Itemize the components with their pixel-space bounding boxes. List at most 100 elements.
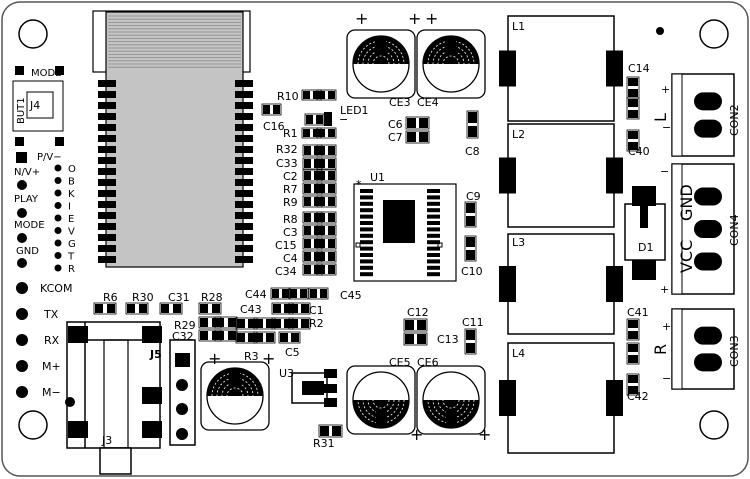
c40-label: C40 xyxy=(628,145,650,158)
fiducial-dot xyxy=(656,27,664,35)
con3-plus: + xyxy=(662,320,671,333)
header-pin-label: I xyxy=(68,202,71,213)
polarity-mark: + xyxy=(208,349,221,368)
c3-label: C3 xyxy=(283,226,298,239)
audio-jack-j3: J3 J5 xyxy=(65,321,162,475)
c11-label: C11 xyxy=(462,316,484,329)
mode-label: MODE xyxy=(14,220,45,231)
polarity-mark: + xyxy=(425,9,438,28)
con4-label: CON4 xyxy=(728,214,741,246)
c16-label: C16 xyxy=(263,120,285,133)
u3-label: U3 xyxy=(279,367,294,380)
con2-label: CON2 xyxy=(728,104,741,136)
kcom-label: KCOM xyxy=(40,282,72,295)
c43-label: C43 xyxy=(240,303,262,316)
regulator-u3: U3 xyxy=(279,367,337,407)
rx-label: RX xyxy=(44,334,60,347)
r30-label: R30 xyxy=(132,291,154,304)
c33-label: C33 xyxy=(276,157,298,170)
but1-label: BUT1 xyxy=(16,97,27,124)
c12-label: C12 xyxy=(407,306,429,319)
header-pin-label: B xyxy=(68,177,75,188)
inductors xyxy=(499,15,623,454)
con4-minus: − xyxy=(660,165,669,178)
ce6-label: CE6 xyxy=(417,356,439,369)
c5-label: C5 xyxy=(285,346,300,359)
con3-minus: − xyxy=(662,372,671,385)
mounting-hole-br xyxy=(699,410,729,440)
diode-d1: D1 xyxy=(624,186,666,280)
svg-text:*: * xyxy=(356,178,362,191)
con2-plus: + xyxy=(661,83,670,96)
c4-label: C4 xyxy=(283,252,298,265)
connectors xyxy=(671,73,735,390)
c2-label: C2 xyxy=(283,170,298,183)
mounting-hole-tr xyxy=(699,19,729,49)
r10-label: R10 xyxy=(277,90,299,103)
r9-label: R9 xyxy=(283,196,298,209)
mode-button-block: MODE J4 BUT1 xyxy=(12,66,64,146)
polarity-mark: + xyxy=(262,349,275,368)
module-pads-left xyxy=(98,80,116,263)
c45-label: C45 xyxy=(340,289,362,302)
mminus-label: M− xyxy=(42,386,61,399)
j3-label: J3 xyxy=(101,434,112,447)
header-pin-label: K xyxy=(68,189,75,200)
r6-label: R6 xyxy=(103,291,118,304)
polarity-mark: + xyxy=(410,425,423,444)
c6-label: C6 xyxy=(388,118,403,131)
r7-label: R7 xyxy=(283,183,298,196)
l-label: L xyxy=(651,113,670,122)
d1-label: D1 xyxy=(638,241,653,254)
electrolytic-caps: +++++++ xyxy=(200,9,491,444)
vcc-label: VCC xyxy=(677,240,696,273)
mounting-hole-tl xyxy=(18,19,48,49)
ce4-label: CE4 xyxy=(417,96,439,109)
c1-label: C1 xyxy=(309,304,324,317)
header-pin-label: V xyxy=(68,227,75,238)
c13-label: C13 xyxy=(437,333,459,346)
r2-label: R2 xyxy=(309,317,324,330)
c8-label: C8 xyxy=(465,145,480,158)
l4-label: L4 xyxy=(512,347,525,360)
header-pin-label: O xyxy=(68,164,76,175)
header-j5 xyxy=(169,339,196,446)
wire-pads: KCOM TX RX M+ M− xyxy=(16,282,72,399)
c9-label: C9 xyxy=(466,190,481,203)
gnd-pwr-label: GND xyxy=(677,184,696,221)
polarity-mark: + xyxy=(408,9,421,28)
led1-label: LED1 xyxy=(340,104,369,117)
passive-column xyxy=(93,76,640,438)
header-pin-label: G xyxy=(68,239,76,250)
c7-label: C7 xyxy=(388,131,403,144)
header-pin-label: E xyxy=(68,214,74,225)
u1-label: U1 xyxy=(370,171,385,184)
module-antenna-lines xyxy=(108,15,241,68)
j4-label: J4 xyxy=(29,99,40,112)
svg-text:−: − xyxy=(339,113,348,126)
gnd-label: GND xyxy=(16,246,39,257)
c15-label: C15 xyxy=(275,239,297,252)
c10-label: C10 xyxy=(461,265,483,278)
r-label: R xyxy=(651,344,670,355)
pv-minus-label: P/V− xyxy=(37,152,62,163)
con4-plus: + xyxy=(660,283,669,296)
c44-label: C44 xyxy=(245,288,267,301)
r28-label: R28 xyxy=(201,291,223,304)
mounting-hole-bl xyxy=(18,410,48,440)
mplus-label: M+ xyxy=(42,360,61,373)
header-pin-label: T xyxy=(67,252,75,263)
c14-label: C14 xyxy=(628,62,650,75)
header-pin-label: R xyxy=(68,264,75,275)
c42-label: C42 xyxy=(627,390,649,403)
polarity-mark: + xyxy=(478,425,491,444)
ic-u1: U1 * xyxy=(353,171,457,282)
ce3-label: CE3 xyxy=(389,96,411,109)
nv-plus-label: N/V+ xyxy=(14,167,40,178)
polarity-mark: + xyxy=(355,9,368,28)
r1-label: R1 xyxy=(283,127,298,140)
l1-label: L1 xyxy=(512,20,525,33)
con2-minus: − xyxy=(662,121,671,134)
